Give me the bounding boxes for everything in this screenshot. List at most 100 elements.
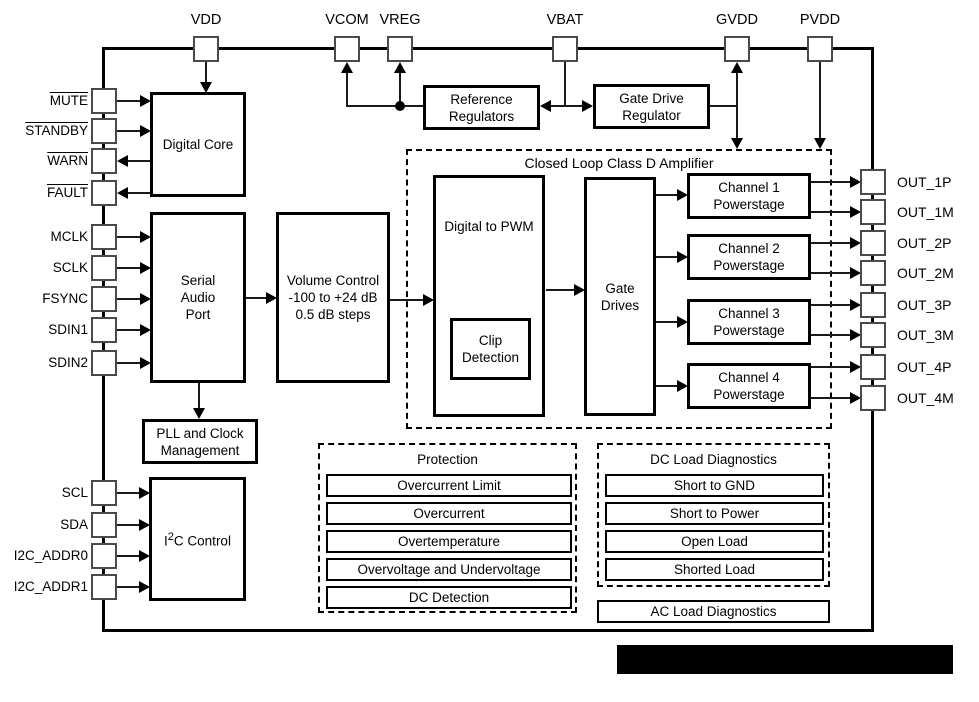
arrow-out-1m — [850, 206, 861, 218]
arrow-fault — [117, 187, 128, 199]
arrow-sdin1 — [140, 324, 151, 336]
pin-i2c-addr1 — [91, 574, 117, 600]
ac-load-diagnostics: AC Load Diagnostics — [597, 600, 830, 623]
wire-out-1p — [811, 181, 853, 183]
pin-label-mclk: MCLK — [50, 229, 88, 244]
pin-out-3m — [860, 322, 886, 348]
dc-load-item: Shorted Load — [605, 558, 824, 581]
block-pll-clock: PLL and Clock Management — [142, 419, 258, 464]
pin-label-out-3m: OUT_3M — [897, 327, 954, 343]
junction-dot — [395, 101, 405, 111]
pin-label-out-2p: OUT_2P — [897, 235, 952, 251]
wire-out-4m — [811, 397, 853, 399]
arrow-gd-ch4 — [677, 380, 688, 392]
pin-scl — [91, 480, 117, 506]
pin-i2c-addr0 — [91, 543, 117, 569]
pin-out-3p — [860, 292, 886, 318]
wire-gd-ch4 — [656, 385, 679, 387]
wire-out-3p — [811, 304, 853, 306]
block-serial-audio-port: Serial Audio Port — [150, 212, 246, 383]
arrow-mclk — [140, 231, 151, 243]
pin-label-sdin2: SDIN2 — [48, 355, 88, 370]
protection-item: DC Detection — [326, 586, 572, 609]
wire-out-1m — [811, 211, 853, 213]
pin-out-1p — [860, 169, 886, 195]
pin-vreg — [387, 36, 413, 62]
pin-label-out-4m: OUT_4M — [897, 390, 954, 406]
wire-sap-pll — [198, 383, 200, 410]
pin-gvdd — [724, 36, 750, 62]
arrow-vbat-left — [540, 100, 551, 112]
block-gate-drive-regulator: Gate Drive Regulator — [593, 84, 710, 129]
class-d-amplifier-title: Closed Loop Class D Amplifier — [524, 155, 714, 171]
wire-vdd — [205, 61, 207, 84]
pin-out-2m — [860, 260, 886, 286]
pin-label-gvdd: GVDD — [716, 12, 758, 28]
pin-mute — [91, 88, 117, 114]
wire-mute — [116, 100, 142, 102]
arrow-vdd-down — [200, 82, 212, 93]
arrow-gvdd-up — [731, 62, 743, 73]
block-clip-detection: Clip Detection — [450, 318, 531, 380]
pin-sda — [91, 512, 117, 538]
pin-sdin2 — [91, 350, 117, 376]
wire-standby — [116, 130, 142, 132]
block-gate-drives: Gate Drives — [584, 177, 656, 416]
i2c-control-label: I2C Control — [164, 530, 231, 549]
pin-vcom — [334, 36, 360, 62]
arrow-vcom-up — [341, 62, 353, 73]
pin-label-out-2m: OUT_2M — [897, 265, 954, 281]
wire-gd-ch2 — [656, 256, 679, 258]
arrow-gvdd-down — [731, 138, 743, 149]
protection-item: Overtemperature — [326, 530, 572, 553]
pin-label-i2c-addr1: I2C_ADDR1 — [13, 579, 88, 594]
pin-label-pvdd: PVDD — [799, 12, 841, 28]
wire-i2c-addr0 — [116, 555, 141, 557]
pin-out-1m — [860, 199, 886, 225]
arrow-mute — [140, 95, 151, 107]
pin-mclk — [91, 224, 117, 250]
pin-label-out-3p: OUT_3P — [897, 297, 952, 313]
wire-out-3m — [811, 334, 853, 336]
arrow-pwm-gatedrives — [574, 284, 585, 296]
block-digital-core: Digital Core — [150, 92, 246, 197]
wire-out-4p — [811, 366, 853, 368]
wire-gdr-gvdd — [710, 105, 738, 107]
pin-label-sclk: SCLK — [52, 260, 88, 275]
arrow-sdin2 — [140, 357, 151, 369]
wire-gvdd — [736, 71, 738, 140]
pin-label-sdin1: SDIN1 — [48, 322, 88, 337]
arrow-sap-volume — [266, 292, 277, 304]
wire-scl — [116, 492, 141, 494]
pin-label-out-1m: OUT_1M — [897, 204, 954, 220]
wire-vreg — [399, 71, 401, 107]
pin-label-mute: MUTE — [49, 93, 88, 108]
dc-load-item: Open Load — [605, 530, 824, 553]
arrow-gd-ch2 — [677, 251, 688, 263]
pin-label-vbat: VBAT — [546, 12, 584, 28]
wire-sdin1 — [116, 329, 142, 331]
arrow-out-4m — [850, 392, 861, 404]
pin-label-out-1p: OUT_1P — [897, 174, 952, 190]
pin-label-out-4p: OUT_4P — [897, 359, 952, 375]
wire-out-2p — [811, 242, 853, 244]
wire-volume-pwm — [390, 299, 425, 301]
wire-out-2m — [811, 272, 853, 274]
arrow-out-2p — [850, 237, 861, 249]
protection-item: Overcurrent Limit — [326, 474, 572, 497]
pin-out-2p — [860, 230, 886, 256]
pin-label-vdd: VDD — [190, 12, 222, 28]
dc-load-item: Short to GND — [605, 474, 824, 497]
block-channel3-powerstage: Channel 3 Powerstage — [687, 299, 811, 345]
arrow-out-1p — [850, 176, 861, 188]
pin-vdd — [193, 36, 219, 62]
block-volume-control: Volume Control -100 to +24 dB 0.5 dB ste… — [276, 212, 390, 383]
wire-pwm-gatedrives — [546, 289, 576, 291]
block-digital-to-pwm: Digital to PWM — [433, 175, 545, 417]
block-i2c-control: I2C Control — [149, 477, 246, 601]
wire-mclk — [116, 236, 142, 238]
pin-label-vcom: VCOM — [325, 12, 369, 28]
pin-label-sda: SDA — [60, 517, 88, 532]
arrow-out-4p — [850, 361, 861, 373]
redaction-bar — [617, 645, 953, 674]
